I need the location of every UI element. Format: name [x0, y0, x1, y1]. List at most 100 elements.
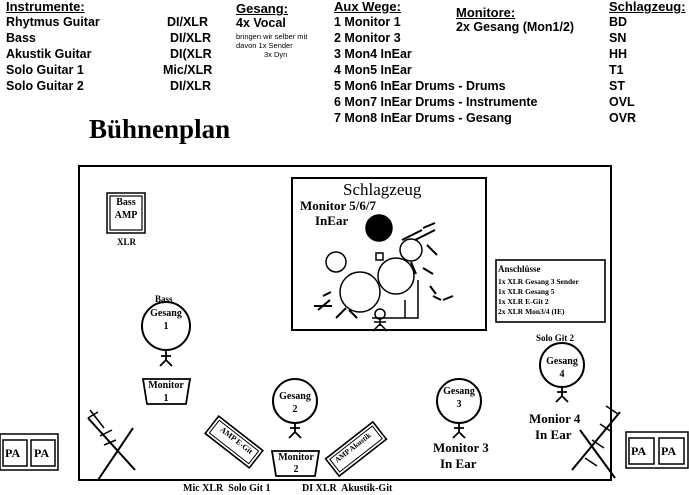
instrument-name: Solo Guitar 2 — [6, 79, 84, 93]
pa-left-label-2: PA — [34, 446, 50, 460]
monitor-1-label: Monitor — [148, 380, 184, 391]
instrument-name: Rhytmus Guitar — [6, 15, 100, 29]
instrument-conn: DI/XLR — [170, 31, 211, 45]
aux-item: 1 Monitor 1 — [334, 15, 401, 29]
drum-item: OVR — [609, 111, 637, 125]
drum-title: Schlagzeug — [343, 180, 422, 199]
instrument-row: Solo Guitar 1 — [6, 62, 100, 78]
monitor-1-wedge — [141, 378, 192, 405]
gesang-3-label: Gesang — [443, 386, 475, 397]
gesang-2-num: 2 — [292, 404, 298, 415]
drum-monitor-2: InEar — [315, 213, 349, 228]
gesang-note2: davon 1x Sender — [236, 41, 293, 50]
schlagzeug-list: BD SN HH T1 ST OVL OVR — [609, 14, 636, 126]
instrument-conn-list: DI/XLR DI/XLR DI(XLR Mic/XLR DI/XLR — [163, 14, 212, 94]
pa-right — [625, 431, 689, 469]
bottom-di-label: DI XLR Akustik-Git — [302, 483, 393, 494]
gesang-3-num: 3 — [456, 399, 462, 410]
drum-item: ST — [609, 79, 625, 93]
monitor-3-label: Monitor 3 — [433, 440, 489, 455]
instrument-conn: DI(XLR — [170, 47, 212, 61]
bass-amp-label-1: Bass — [116, 197, 136, 208]
pa-left — [0, 433, 59, 471]
bass-drum — [377, 257, 415, 295]
snare — [325, 251, 347, 273]
mic-stand-left — [87, 409, 136, 481]
aux-item: 5 Mon6 InEar Drums - Drums — [334, 79, 506, 93]
aux-item: 4 Mon5 InEar — [334, 63, 412, 77]
instrument-conn: DI/XLR — [167, 15, 208, 29]
drum-item: T1 — [609, 63, 624, 77]
gesang-1-num: 1 — [163, 321, 169, 332]
schlagzeug-title: Schlagzeug: — [609, 0, 686, 14]
drum-item: SN — [609, 31, 627, 45]
pa-right-label-2: PA — [661, 444, 677, 458]
monitor-3-sub: In Ear — [440, 456, 477, 471]
monitore-main: 2x Gesang (Mon1/2) — [456, 20, 575, 34]
instrument-name: Bass — [6, 31, 36, 45]
instrument-conn: Mic/XLR — [163, 63, 213, 77]
gesang-note3: 3x Dyn — [264, 50, 288, 59]
monitor-1-num: 1 — [163, 393, 169, 404]
bass-amp-conn: XLR — [117, 237, 137, 247]
drum-item: BD — [609, 15, 628, 29]
aux-item: 7 Mon8 InEar Drums - Gesang — [334, 111, 512, 125]
gesang-note1: bringen wir selber mit — [236, 32, 308, 41]
anschluesse-box — [495, 259, 606, 323]
instrumente-list: Rhytmus Guitar Bass Akustik Guitar Solo … — [6, 14, 100, 94]
instrument-name: Solo Guitar 1 — [6, 63, 84, 77]
mic-stand-right — [571, 405, 621, 479]
instrument-row: Solo Guitar 2 — [6, 78, 100, 94]
amp-egit — [204, 414, 264, 470]
bass-label: Bass — [155, 294, 173, 304]
anschluss-item: 1x XLR Gesang 5 — [498, 287, 555, 296]
pa-left-label-1: PA — [5, 446, 21, 460]
gesang-2-label: Gesang — [279, 391, 311, 402]
monitore-title: Monitore: — [456, 5, 516, 20]
aux-item: 3 Mon4 InEar — [334, 47, 412, 61]
solo-git-2-label: Solo Git 2 — [536, 333, 575, 343]
monitor-2-num: 2 — [293, 464, 299, 475]
instrument-row: Bass — [6, 30, 100, 46]
anschluesse-title: Anschlüsse — [498, 264, 541, 274]
drum-kit — [314, 214, 454, 332]
amp-akustik — [324, 420, 388, 478]
pa-right-label-1: PA — [631, 444, 647, 458]
anschluesse-list: 1x XLR Gesang 3 Sender 1x XLR Gesang 5 1… — [498, 277, 579, 317]
aux-title: Aux Wege: — [334, 0, 401, 14]
monitor-2-label: Monitor — [278, 452, 314, 463]
instrument-conn: DI/XLR — [170, 79, 211, 93]
drum-riser — [291, 177, 487, 331]
aux-item: 2 Monitor 3 — [334, 31, 401, 45]
instrument-name: Akustik Guitar — [6, 47, 92, 61]
anschluss-item: 2x XLR Mon3/4 (IE) — [498, 307, 565, 316]
monitor-4-label: Monior 4 — [529, 411, 581, 426]
bass-amp-label-2: AMP — [114, 210, 138, 221]
floor-tom — [339, 271, 381, 313]
gesang-main: 4x Vocal — [236, 16, 286, 30]
hi-hat — [399, 238, 423, 262]
instrumente-title: Instrumente: — [6, 0, 85, 14]
gesang-title: Gesang: — [236, 1, 289, 16]
drum-monitor-1: Monitor 5/6/7 — [300, 198, 376, 213]
bass-amp — [106, 192, 146, 234]
aux-item: 6 Mon7 InEar Drums - Instrumente — [334, 95, 538, 109]
anschluss-item: 1x XLR Gesang 3 Sender — [498, 277, 579, 286]
instrument-row: Rhytmus Guitar — [6, 14, 100, 30]
stage-title: Bühnenplan — [89, 114, 231, 144]
bottom-mic-label: Mic XLR Solo Git 1 — [183, 483, 271, 494]
drum-monitor-speaker — [365, 214, 393, 242]
aux-list: 1 Monitor 1 2 Monitor 3 3 Mon4 InEar 4 M… — [334, 14, 538, 126]
drum-item: OVL — [609, 95, 635, 109]
gesang-1-label: Gesang — [150, 308, 182, 319]
gesang-4-label: Gesang — [546, 356, 578, 367]
drum-item: HH — [609, 47, 628, 61]
instrument-row: Akustik Guitar — [6, 46, 100, 62]
monitor-2-wedge — [270, 450, 321, 477]
gesang-4-num: 4 — [559, 369, 565, 380]
monitor-4-sub: In Ear — [535, 427, 572, 442]
stage-outline — [78, 165, 612, 481]
anschluss-item: 1x XLR E-Git 2 — [498, 297, 549, 306]
throne — [375, 252, 384, 261]
